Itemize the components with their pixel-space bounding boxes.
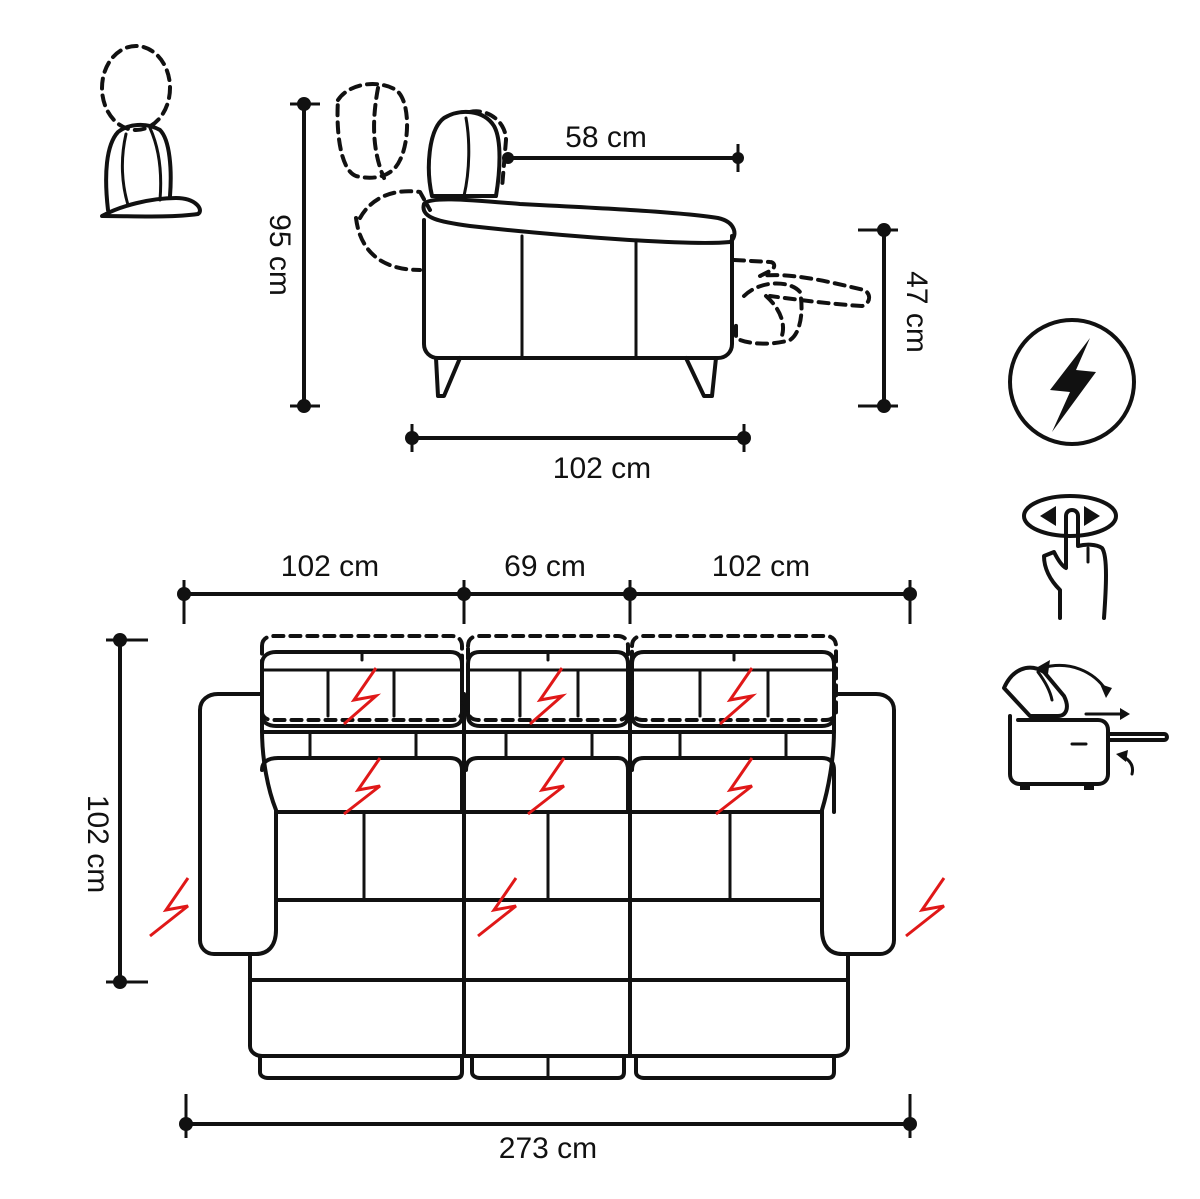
adjustable-headrest-icon (100, 44, 202, 219)
footrest-height-label: 47 cm (900, 271, 933, 353)
bolt-icon (343, 757, 382, 816)
total-width-label: 273 cm (499, 1132, 597, 1165)
bolt-icon (477, 877, 518, 938)
seat-left-label: 102 cm (281, 550, 379, 583)
electric-bolts (149, 667, 946, 938)
electric-power-icon (1008, 318, 1136, 446)
side-depth-label: 58 cm (565, 121, 647, 154)
recliner-motion-icon (1002, 660, 1169, 790)
side-view-recliner: 58 cm 95 cm 102 cm 47 cm (263, 82, 933, 485)
touch-button-icon (1022, 494, 1118, 620)
bolt-icon (715, 757, 754, 816)
seat-right-label: 102 cm (712, 550, 810, 583)
bolt-icon (527, 757, 566, 816)
side-width-label: 102 cm (553, 452, 651, 485)
bolt-icon (905, 877, 946, 938)
bolt-icon (149, 877, 190, 938)
total-depth-label: 102 cm (81, 795, 114, 893)
bolt-icon (529, 667, 568, 726)
bolt-icon (343, 667, 382, 726)
top-view-sofa: 102 cm 69 cm 102 cm 102 cm 273 cm (81, 550, 917, 1165)
seat-middle-label: 69 cm (504, 550, 586, 583)
side-height-label: 95 cm (263, 214, 296, 296)
bolt-icon (719, 667, 758, 726)
